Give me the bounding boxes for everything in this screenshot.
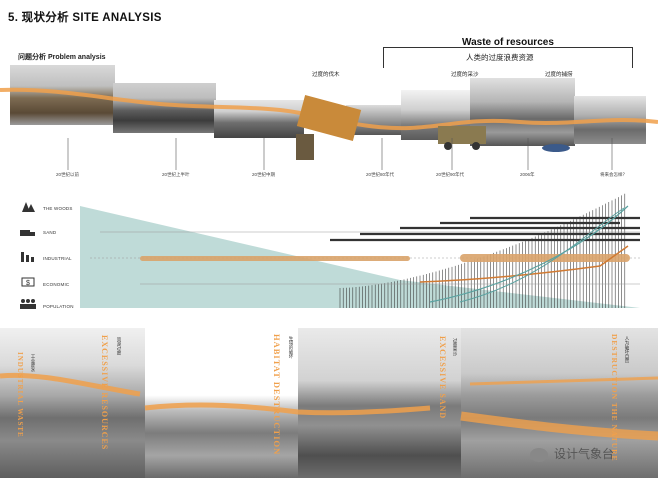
caption-habitat-destruction-cn: 生境的破坏 <box>289 336 294 359</box>
caption-excessive-resources: EXCESSIVE RESOURCES <box>100 335 109 451</box>
caption-destruction-nature: DESTRUCTION THE NATURE <box>610 334 619 462</box>
economic-line <box>419 245 629 283</box>
timeline-label: 20世纪90年代 <box>436 172 465 177</box>
bottom-orange-trail <box>0 372 658 441</box>
legend-sand: SAND <box>43 230 57 235</box>
timeline-label: 将来会怎样？ <box>600 172 627 177</box>
money-icon: $ <box>21 277 35 287</box>
caption-habitat-destruction: HABITAT DESTRUCTION <box>272 334 282 456</box>
woods-curve <box>459 207 625 303</box>
timeline-label: 20世纪中期 <box>252 172 276 177</box>
bottom-photo-1 <box>0 328 145 478</box>
caption-excessive-resources-cn: 资源过度 <box>117 337 122 355</box>
svg-text:$: $ <box>26 280 30 287</box>
waste-subtitle: 人类的过度浪费资源 <box>466 53 534 62</box>
woods-area <box>80 206 640 308</box>
problem-analysis-label: 问题分析 Problem analysis <box>18 54 106 61</box>
population-bars <box>339 193 626 308</box>
waste-title: Waste of resources <box>462 37 554 48</box>
legend-icons: $ <box>20 202 36 309</box>
log-truck-icon <box>296 95 362 160</box>
page-title: 5. 现状分析 SITE ANALYSIS <box>8 12 162 24</box>
bottom-photo-4 <box>461 328 658 478</box>
timeline-label: 20世纪80年代 <box>366 172 395 177</box>
tree-icon <box>22 202 35 212</box>
industrial-band <box>140 254 630 262</box>
annotation-fishing: 过度的捕捞 <box>545 72 573 78</box>
annotation-sand: 过度的采沙 <box>451 72 479 78</box>
waste-bracket <box>383 47 633 68</box>
legend-industrial: INDUSTRIAL <box>43 256 72 261</box>
boat-icon <box>542 144 570 152</box>
timeline-ticks <box>67 138 613 170</box>
legend-population: POPULATION <box>43 304 74 309</box>
village-photo <box>470 78 575 146</box>
caption-destruction-nature-cn: 人为破坏自然 <box>625 336 630 363</box>
population-curve <box>429 205 629 303</box>
caption-excessive-sand-cn: 过量采沙 <box>453 338 458 356</box>
sand-bars <box>330 216 640 242</box>
timeline-label: 20世纪上半叶 <box>162 172 190 177</box>
strip-overlay <box>0 87 658 160</box>
timeline-label: 2006年 <box>520 172 535 177</box>
trend-graphic <box>80 193 640 308</box>
truck-icon <box>20 230 35 236</box>
legend-woods: THE WOODS <box>43 206 73 211</box>
annotation-logging: 过度的伐木 <box>312 72 340 78</box>
watermark: 设计气象台 <box>530 445 614 462</box>
timeline-label: 20世纪以前 <box>56 172 80 177</box>
wechat-icon <box>530 447 548 462</box>
sand-truck-icon <box>438 126 486 150</box>
caption-industrial-waste: INDUSTRIAL WASTE <box>16 352 24 438</box>
bottom-photo-3 <box>298 328 461 478</box>
factory-icon <box>21 252 34 262</box>
people-icon <box>20 299 36 309</box>
legend-economic: ECONOMIC <box>43 282 70 287</box>
caption-industrial-waste-cn: 工业废水 <box>31 354 36 372</box>
caption-excessive-sand: EXCESSIVE SAND <box>438 336 447 420</box>
